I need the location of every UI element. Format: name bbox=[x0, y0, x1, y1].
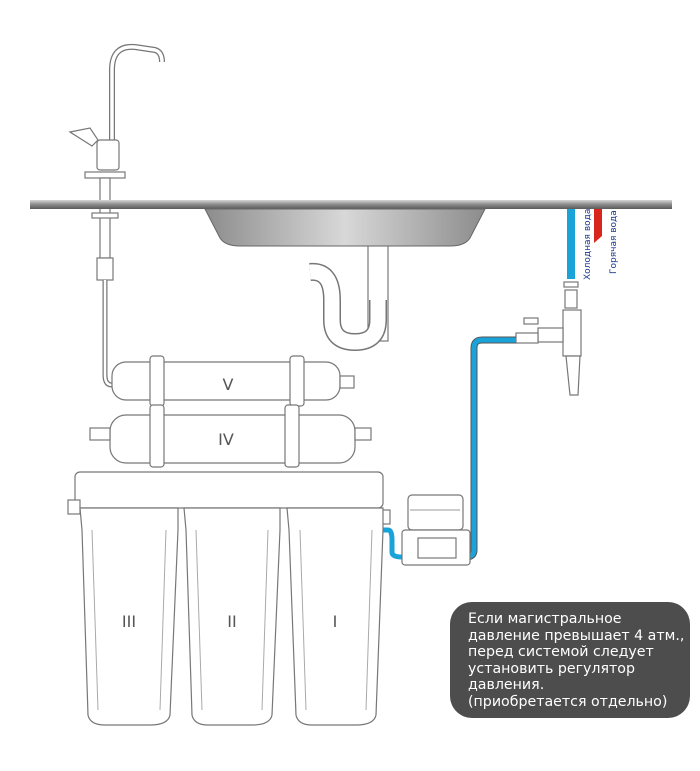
stage-iv-label: IV bbox=[218, 430, 234, 449]
filter-stage-v: V bbox=[111, 355, 355, 407]
stage-iii-label: III bbox=[122, 612, 136, 631]
note-line: перед системой следует bbox=[468, 644, 654, 660]
note-line: давление превышает 4 атм., bbox=[468, 627, 685, 644]
note-line: давления. bbox=[468, 677, 545, 693]
stage-v-label: V bbox=[223, 375, 234, 394]
filter-stage-ii: II bbox=[183, 507, 281, 726]
hot-water-label: Горячая вода bbox=[609, 210, 619, 274]
sink-bowl bbox=[204, 208, 486, 247]
countertop bbox=[30, 200, 672, 209]
feed-tee-adapter bbox=[515, 281, 582, 396]
note-line: Если магистральное bbox=[468, 611, 622, 627]
stage-i-label: I bbox=[333, 612, 338, 631]
booster-pump bbox=[401, 494, 471, 566]
stage-ii-label: II bbox=[227, 612, 236, 631]
cold-water-pipe bbox=[567, 209, 575, 279]
filter-stage-iii: III bbox=[79, 507, 179, 726]
note-line: установить регулятор bbox=[468, 660, 635, 677]
filter-stage-i: I bbox=[286, 507, 384, 726]
filter-stage-iv: IV bbox=[89, 404, 372, 468]
drain-trap bbox=[309, 245, 389, 352]
pump-outlet-hose bbox=[383, 527, 403, 560]
pressure-regulator-note: Если магистральное давление превышает 4 … bbox=[450, 602, 690, 718]
faucet bbox=[68, 43, 165, 388]
note-line: (приобретается отдельно) bbox=[468, 693, 668, 710]
cold-water-label: Холодная вода bbox=[583, 209, 593, 280]
hot-water-pipe bbox=[594, 209, 602, 243]
